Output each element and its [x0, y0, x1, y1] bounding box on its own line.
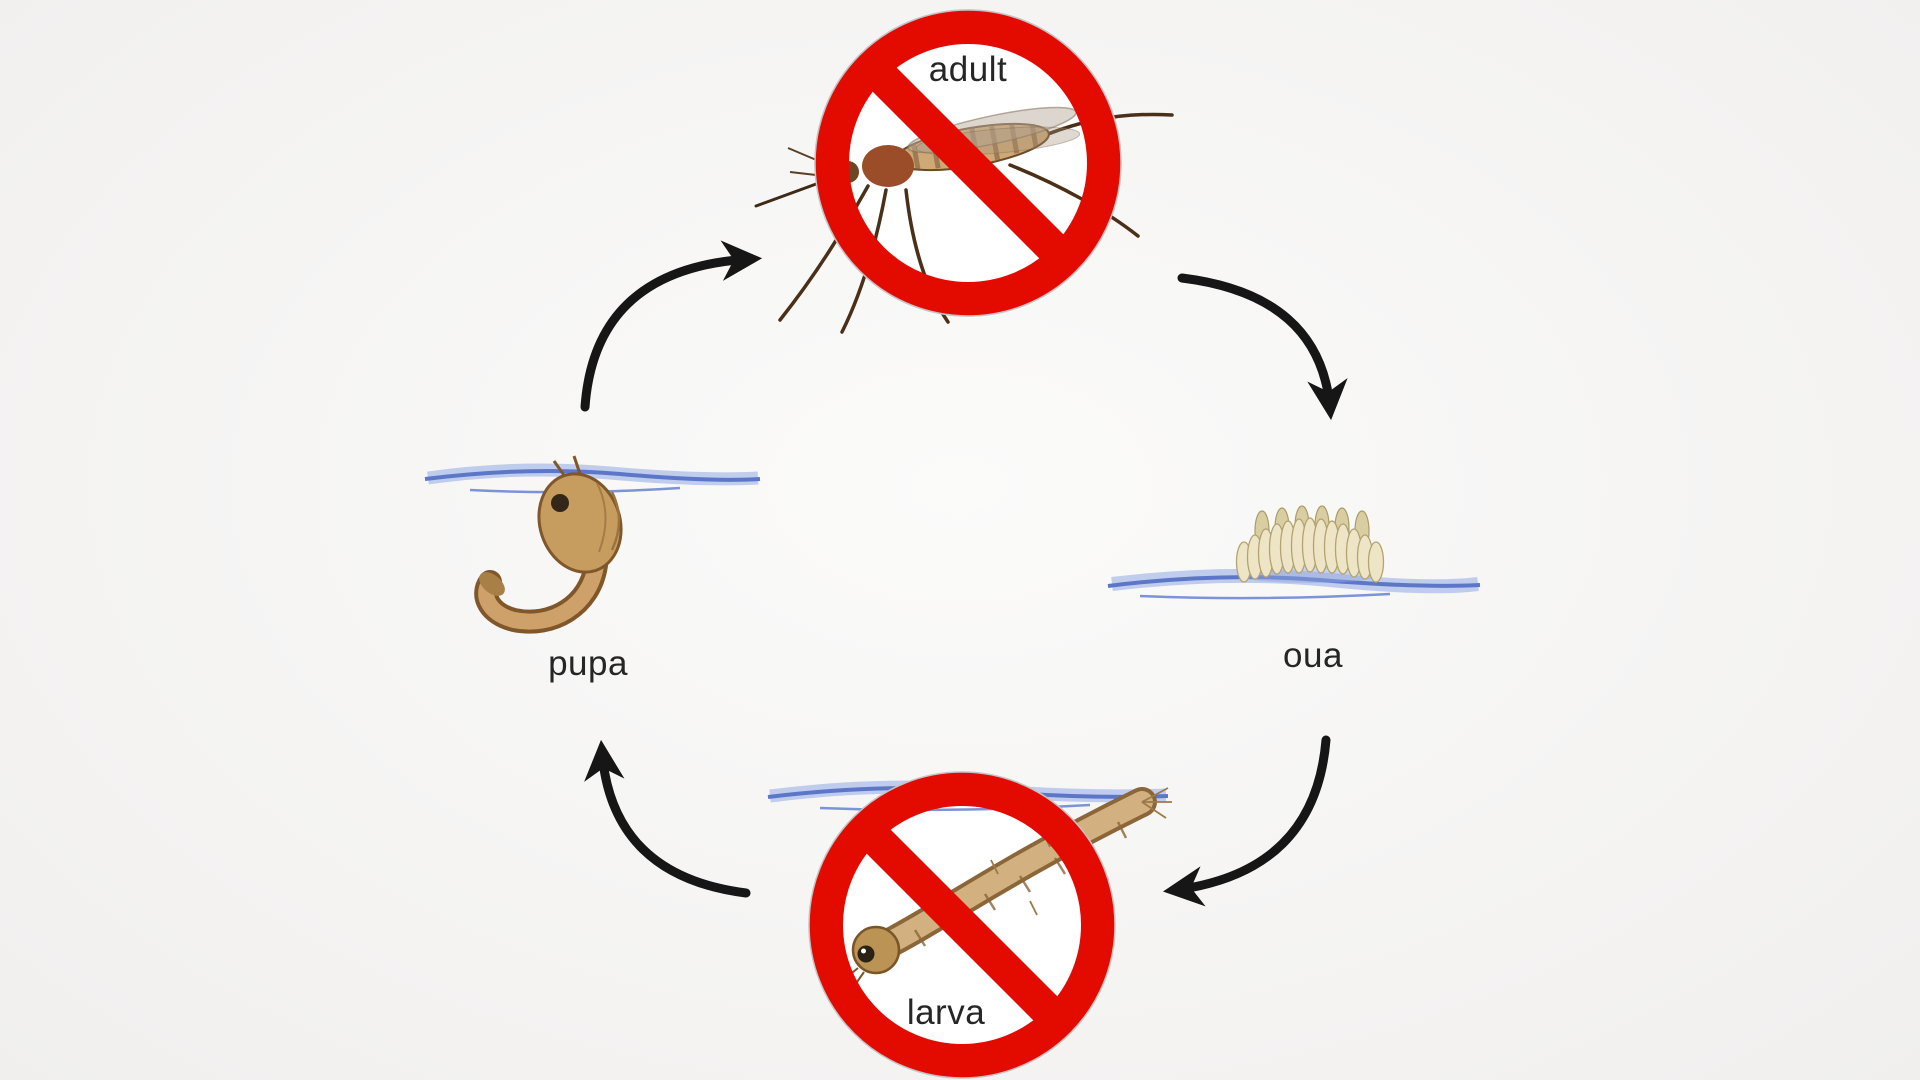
- cycle-arrows: [580, 240, 1348, 907]
- arrow-pupa-to-adult: [580, 240, 763, 412]
- mosquito-thorax: [862, 145, 914, 187]
- prohibition-sign-adult: [814, 9, 1122, 317]
- egg-raft-front: [1235, 517, 1385, 583]
- arrow-larva-to-pupa: [584, 739, 751, 898]
- stage-oua-illustration: [1107, 505, 1481, 600]
- larva-eye: [857, 945, 875, 963]
- stage-larva-illustration: [767, 771, 1172, 1079]
- stage-adult-illustration: [754, 9, 1174, 334]
- stage-label-adult: adult: [928, 50, 1008, 89]
- water-line-oua: [1107, 568, 1481, 600]
- arrow-adult-to-oua: [1177, 273, 1348, 421]
- arrow-oua-to-larva: [1162, 735, 1331, 907]
- stage-label-larva: larva: [906, 993, 986, 1032]
- stage-label-pupa: pupa: [548, 644, 628, 683]
- stage-label-oua: oua: [1283, 636, 1343, 675]
- stage-pupa-illustration: [424, 455, 761, 634]
- prohibition-sign-larva: [808, 771, 1116, 1079]
- pupa-body: [474, 455, 623, 634]
